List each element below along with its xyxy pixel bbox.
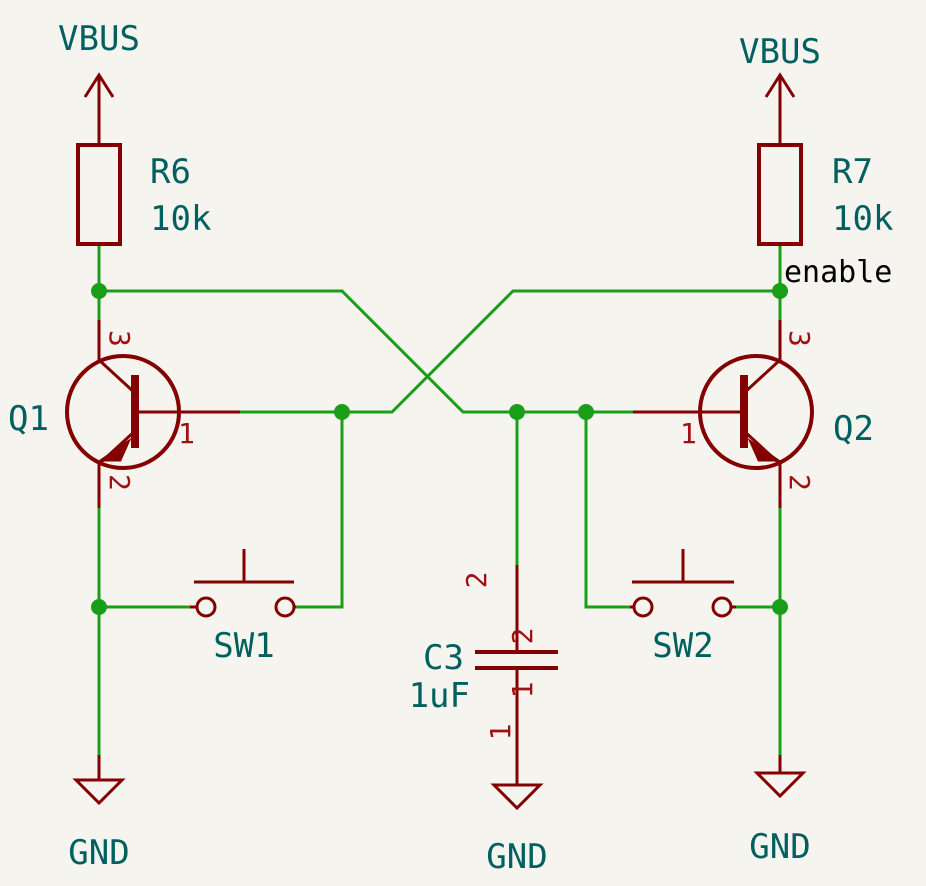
- junction-right-sw: [772, 599, 788, 615]
- transistor-q2-pin-emitter: 2: [783, 474, 816, 491]
- switch-sw2-contact-right-icon: [711, 596, 733, 618]
- switch-sw1-ref: SW1: [213, 626, 274, 666]
- switch-sw1-contact-right-icon: [274, 596, 296, 618]
- resistor-r7-ref: R7: [832, 152, 873, 192]
- resistor-r6-value: 10k: [150, 199, 211, 239]
- wire-sw2-left: [584, 410, 632, 609]
- gnd-right-label: GND: [749, 827, 810, 867]
- capacitor-c3-pin-top-inner: 2: [506, 628, 539, 645]
- resistor-r6-body-icon: [76, 143, 122, 246]
- resistor-r7-body-icon: [757, 143, 803, 246]
- switch-sw2[interactable]: SW2: [630, 549, 736, 666]
- junction-left-sw: [91, 599, 107, 615]
- transistor-q1-collector-lead: [97, 320, 137, 395]
- resistor-r6[interactable]: R6 10k: [76, 143, 211, 246]
- net-label-enable: enable: [784, 255, 892, 290]
- gnd-center-icon: [490, 783, 544, 811]
- transistor-q2-pin-collector: 3: [783, 330, 816, 347]
- transistor-q1-pin-collector: 3: [103, 330, 136, 347]
- transistor-q2-emitter-arrow-icon: [747, 437, 782, 462]
- transistor-q1-pin-emitter: 2: [103, 474, 136, 491]
- wire-cross-right-to-left-base: [340, 289, 782, 414]
- transistor-q1-ref: Q1: [8, 399, 49, 439]
- capacitor-c3-pin-bottom-outer: 1: [484, 724, 517, 741]
- resistor-r6-ref: R6: [150, 152, 191, 192]
- gnd-left-label: GND: [68, 833, 129, 873]
- transistor-q1[interactable]: 3 1 2 Q1: [8, 320, 240, 508]
- resistor-r7[interactable]: R7 10k: [757, 143, 893, 246]
- junction-left-base: [334, 404, 350, 420]
- gnd-right-icon: [753, 771, 807, 799]
- junction-left-top: [91, 283, 107, 299]
- transistor-q1-pin-base: 1: [178, 417, 195, 450]
- transistor-q2-pin-base: 1: [680, 417, 697, 450]
- resistor-r7-value: 10k: [832, 199, 893, 239]
- junction-right-base: [578, 404, 594, 420]
- switch-sw1[interactable]: SW1: [190, 549, 296, 666]
- wire-sw1-right: [294, 410, 344, 609]
- capacitor-c3-ref: C3: [423, 638, 464, 678]
- switch-sw1-contact-left-icon: [195, 596, 217, 618]
- vbus-left-arrow-icon: [83, 72, 115, 98]
- vbus-right-arrow-icon: [764, 72, 796, 98]
- capacitor-c3-value: 1uF: [409, 676, 470, 716]
- power-symbols: [72, 72, 807, 811]
- capacitor-c3-pin-bottom-inner: 1: [506, 682, 539, 699]
- transistor-q2-ref: Q2: [833, 409, 874, 449]
- junction-right-top: [772, 283, 788, 299]
- gnd-center-label: GND: [486, 837, 547, 877]
- switch-sw2-contact-left-icon: [632, 596, 654, 618]
- capacitor-c3[interactable]: 2 2 1 1 C3 1uF: [409, 565, 558, 740]
- capacitor-c3-pin-top-outer: 2: [460, 572, 493, 589]
- switch-sw2-ref: SW2: [652, 626, 713, 666]
- junction-cap-top: [509, 404, 525, 420]
- transistor-q1-emitter-lead: [97, 429, 137, 508]
- transistor-q2[interactable]: 3 1 2 Q2: [633, 320, 874, 508]
- transistor-q2-emitter-lead: [742, 429, 782, 508]
- vbus-right-label: VBUS: [739, 32, 821, 72]
- wires: [97, 244, 782, 757]
- transistor-q1-emitter-arrow-icon: [97, 437, 132, 462]
- junctions: [91, 283, 788, 615]
- vbus-left-label: VBUS: [58, 19, 140, 59]
- gnd-left-icon: [72, 778, 126, 806]
- wire-cross-left-to-right-base: [97, 289, 588, 414]
- transistor-q2-collector-lead: [742, 320, 782, 395]
